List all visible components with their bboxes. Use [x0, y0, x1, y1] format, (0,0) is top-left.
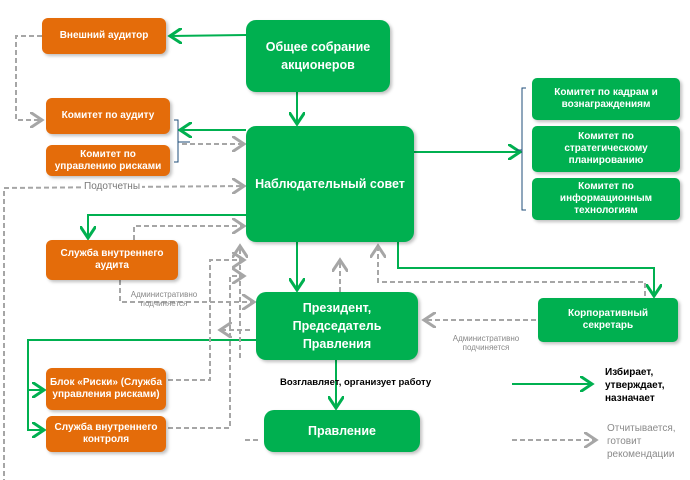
- label-accountable: Подотчетны: [82, 181, 143, 192]
- legend-solid-text: Избирает, утверждает, назначает: [605, 367, 665, 404]
- node-secretary: Корпоративный секретарь: [538, 298, 678, 342]
- node-external-auditor: Внешний аудитор: [42, 18, 166, 54]
- dashed-riskblock-to-board: [168, 260, 244, 381]
- line-president-risk-block: [27, 339, 256, 390]
- label-admin-subordinate-1: Административно подчиняется: [130, 290, 198, 308]
- node-internal-control: Служба внутреннего контроля: [46, 416, 166, 452]
- line-board-secretary: [397, 242, 654, 296]
- node-management: Правление: [264, 410, 420, 452]
- node-strategy-committee: Комитет по стратегическому планированию: [532, 126, 680, 172]
- dashed-external-to-audit: [15, 35, 42, 120]
- node-risk-block: Блок «Риски» (Служба управления рисками): [46, 368, 166, 410]
- label-admin-subordinate-2: Административно подчиняется: [452, 334, 520, 352]
- node-board: Наблюдательный совет: [246, 126, 414, 242]
- dashed-management-to-board: [220, 330, 258, 441]
- node-internal-audit: Служба внутреннего аудита: [46, 240, 178, 280]
- line-president-internal-control: [27, 390, 44, 430]
- line-board-internal-audit: [88, 214, 246, 238]
- dashed-secretary-to-board: [378, 246, 646, 296]
- node-president: Президент, Председатель Правления: [256, 292, 418, 360]
- node-audit-committee: Комитет по аудиту: [46, 98, 170, 134]
- node-shareholders: Общее собрание акционеров: [246, 20, 390, 92]
- node-hr-committee: Комитет по кадрам и вознаграждениям: [532, 78, 680, 120]
- label-leads: Возглавляет, организует работу: [280, 377, 432, 388]
- dashed-internal-audit-to-board: [133, 226, 244, 240]
- node-it-committee: Комитет по информационным технологиям: [532, 178, 680, 220]
- dashed-control-to-board: [168, 276, 244, 429]
- line-shareholders-external-auditor: [170, 35, 247, 36]
- dashed-accountable: [3, 186, 244, 480]
- legend-dashed-text: Отчитывается, готовит рекомендации: [607, 423, 676, 460]
- node-risk-committee: Комитет по управлению рисками: [46, 145, 170, 176]
